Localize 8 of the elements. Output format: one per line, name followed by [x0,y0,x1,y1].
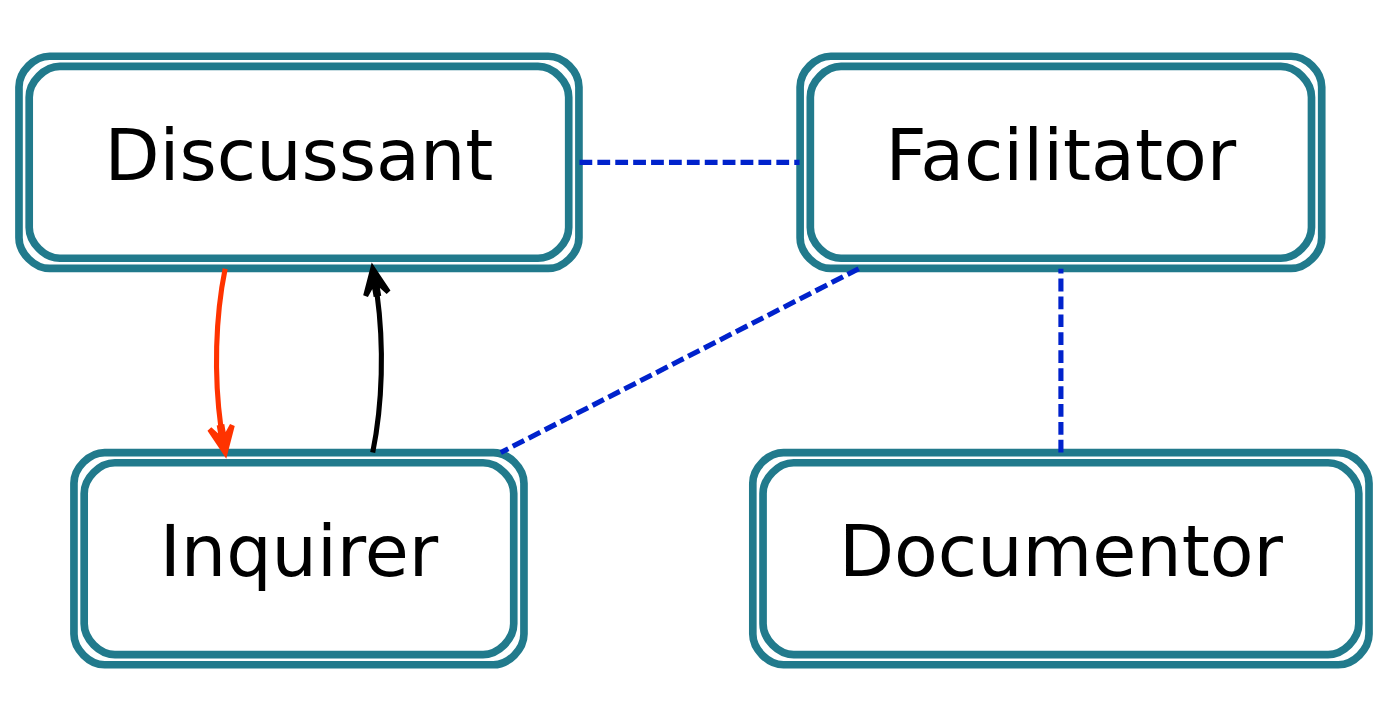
node-box: Facilitator [796,52,1326,273]
node-box: Inquirer [70,448,528,669]
connector [579,159,800,165]
connector [1058,268,1064,453]
connector [499,266,860,455]
arrow [207,268,235,456]
node-box: Discussant [15,52,583,273]
node-box: Documentor [748,448,1373,669]
